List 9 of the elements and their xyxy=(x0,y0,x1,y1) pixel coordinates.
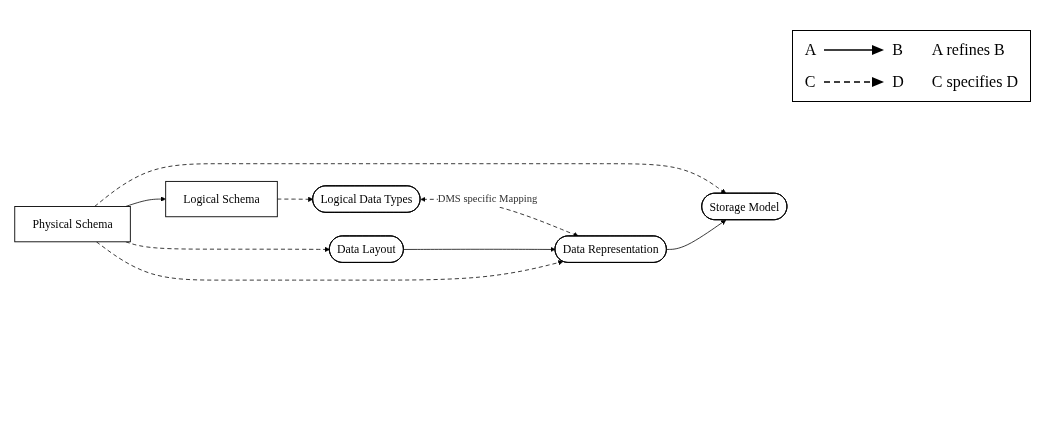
legend-sample-letter: A xyxy=(804,41,817,59)
node-box: Physical Schema xyxy=(14,206,131,243)
legend-sample-letter: D xyxy=(892,73,904,91)
legend-text: C specifies D xyxy=(931,73,1018,91)
legend-text: A refines B xyxy=(931,41,1006,59)
legend-sample-letter: B xyxy=(892,41,904,59)
node-box: Logical Schema xyxy=(165,181,278,218)
legend-sample-letter: C xyxy=(804,73,817,91)
edge-label: DMS specific Mapping xyxy=(437,192,538,205)
